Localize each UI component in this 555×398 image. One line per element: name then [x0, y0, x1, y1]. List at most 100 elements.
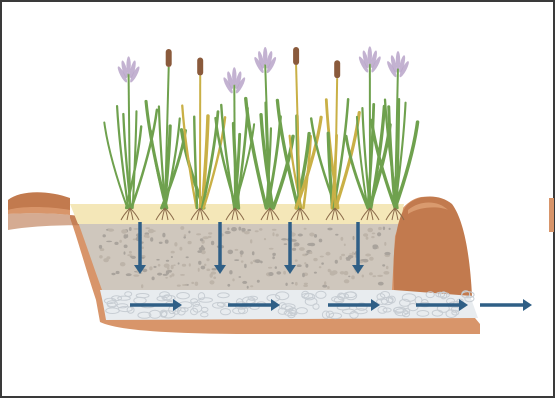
gravel-stone — [141, 257, 144, 259]
gravel-stone — [158, 264, 161, 267]
gravel-stone — [255, 230, 259, 232]
gravel-stone — [171, 256, 173, 258]
gravel-stone — [346, 259, 350, 261]
gravel-stone — [196, 233, 201, 235]
gravel-stone — [111, 273, 115, 275]
gravel-stone — [295, 259, 298, 261]
gravel-stone — [201, 266, 206, 270]
gravel-stone — [124, 251, 126, 254]
gravel-stone — [227, 284, 230, 287]
gravel-stone — [241, 228, 245, 232]
gravel-stone — [372, 275, 376, 277]
gravel-stone — [332, 270, 338, 274]
gravel-stone — [268, 267, 272, 269]
gravel-stone — [340, 271, 345, 274]
gravel-stone — [276, 271, 281, 274]
gravel-stone — [206, 258, 209, 261]
gravel-stone — [124, 245, 128, 249]
gravel-stone — [295, 282, 298, 286]
gravel-stone — [335, 234, 338, 236]
gravel-stone — [173, 264, 176, 266]
gravel-stone — [153, 266, 156, 268]
gravel-stone — [305, 253, 308, 255]
gravel-stone — [321, 262, 324, 264]
gravel-stone — [186, 256, 189, 258]
gravel-stone — [106, 241, 112, 243]
gravel-stone — [116, 271, 120, 274]
gravel-stone — [238, 276, 241, 278]
cattail-head — [293, 47, 299, 65]
gravel-stone — [324, 281, 326, 285]
gravel-stone — [240, 250, 244, 254]
gravel-stone — [156, 259, 159, 261]
gravel-stone — [244, 264, 247, 268]
gravel-stone — [322, 285, 327, 288]
gravel-stone — [269, 248, 274, 250]
gravel-stone — [120, 262, 126, 266]
gravel-stone — [330, 270, 332, 274]
gravel-stone — [184, 234, 187, 236]
gravel-stone — [206, 269, 210, 272]
gravel-stone — [227, 227, 229, 230]
gravel-stone — [182, 284, 187, 286]
gravel-stone — [174, 242, 177, 246]
gravel-stone — [108, 229, 114, 232]
gravel-stone — [99, 245, 102, 249]
gravel-stone — [157, 273, 162, 276]
gravel-stone — [327, 286, 330, 289]
gravel-stone — [129, 251, 132, 254]
gravel-stone — [228, 250, 234, 255]
gravel-stone — [106, 256, 110, 259]
gravel-stone — [367, 228, 373, 233]
gravel-stone — [292, 248, 296, 251]
gravel-stone — [259, 228, 262, 231]
gravel-stone — [351, 275, 355, 279]
gravel-stone — [200, 238, 203, 241]
gravel-stone — [197, 250, 202, 253]
gravel-stone — [299, 247, 305, 251]
gravel-stone — [133, 239, 136, 241]
gravel-stone — [247, 229, 251, 231]
gravel-stone — [159, 242, 163, 244]
gravel-stone — [171, 251, 175, 254]
gravel-stone — [372, 233, 376, 235]
gravel-stone — [252, 251, 255, 255]
gravel-stone — [369, 257, 374, 261]
reed-stem — [234, 84, 235, 208]
gravel-stone — [199, 247, 205, 251]
gravel-stone — [242, 281, 247, 284]
gravel-stone — [371, 236, 374, 238]
gravel-stone — [307, 243, 313, 246]
gravel-stone — [229, 270, 232, 274]
gravel-stone — [344, 244, 346, 247]
gravel-stone — [291, 282, 293, 284]
gravel-stone — [210, 273, 213, 277]
gravel-stone — [384, 252, 390, 255]
gravel-stone — [166, 260, 169, 262]
gravel-stone — [211, 241, 214, 245]
gravel-stone — [383, 227, 385, 231]
gravel-stone — [309, 233, 314, 237]
gravel-stone — [257, 280, 260, 283]
gravel-stone — [341, 254, 345, 256]
gravel-stone — [366, 237, 369, 240]
gravel-stone — [121, 229, 127, 234]
gravel-stone — [180, 226, 184, 230]
gravel-stone — [183, 236, 186, 238]
gravel-stone — [353, 236, 355, 240]
gravel-stone — [244, 231, 250, 234]
gravel-stone — [362, 275, 364, 278]
gravel-stone — [235, 249, 239, 251]
gravel-stone — [283, 271, 286, 275]
gravel-stone — [313, 258, 317, 261]
gravel-stone — [363, 233, 368, 237]
gravel-stone — [373, 246, 378, 249]
gravel-stone — [365, 254, 371, 257]
gravel-stone — [208, 232, 212, 234]
gravel-stone — [389, 228, 391, 230]
gravel-stone — [133, 228, 138, 230]
gravel-stone — [210, 280, 215, 284]
gravel-stone — [198, 261, 201, 265]
gravel-stone — [114, 242, 118, 245]
gravel-stone — [191, 282, 194, 284]
